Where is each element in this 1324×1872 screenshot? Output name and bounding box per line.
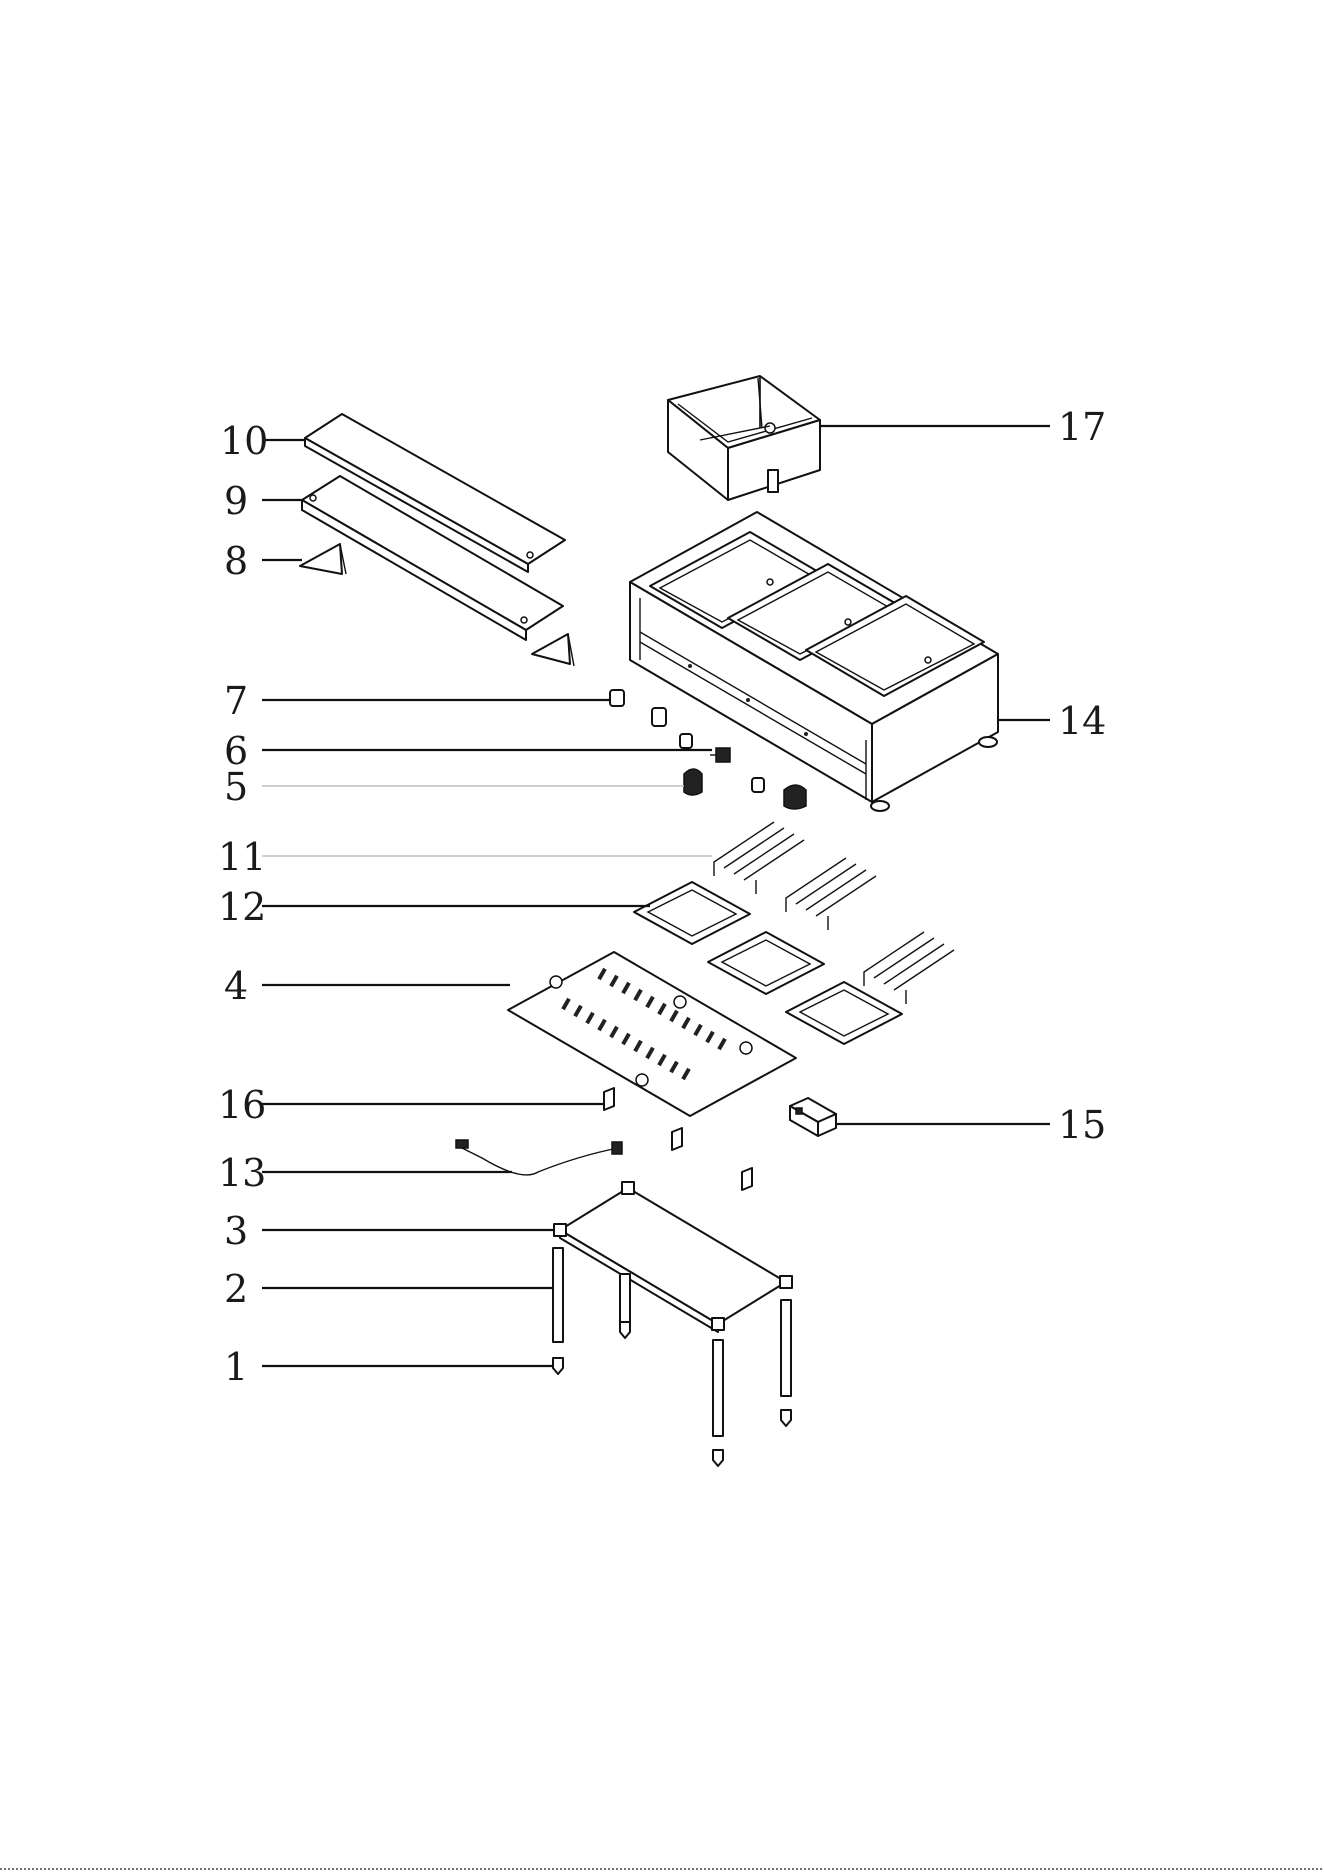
callout-3: 3 (224, 1209, 248, 1253)
callout-2: 2 (224, 1267, 248, 1311)
callout-13: 13 (218, 1151, 266, 1195)
callout-16: 16 (218, 1083, 266, 1127)
callout-10: 10 (220, 419, 268, 463)
callout-7: 7 (224, 679, 248, 723)
callout-15: 15 (1058, 1103, 1106, 1147)
callout-1: 1 (224, 1345, 248, 1389)
part-13-power-cord (456, 1140, 622, 1175)
part-5-control-knob (684, 769, 806, 809)
part-3-lower-shelf (554, 1182, 792, 1332)
part-7-indicator-light (610, 690, 666, 726)
callout-11: 11 (218, 835, 266, 879)
part-15-terminal-block (790, 1098, 836, 1136)
part-14-main-body (630, 512, 998, 811)
callout-4: 4 (224, 964, 248, 1008)
part-1-foot (553, 1322, 791, 1466)
part-17-food-pan (668, 376, 820, 500)
callout-12: 12 (218, 885, 266, 929)
part-6-thermostat-shaft (680, 734, 730, 762)
callout-14: 14 (1058, 699, 1106, 743)
callout-8: 8 (224, 539, 248, 583)
callout-9: 9 (224, 479, 248, 523)
callout-17: 17 (1058, 405, 1106, 449)
callout-5: 5 (224, 765, 248, 809)
